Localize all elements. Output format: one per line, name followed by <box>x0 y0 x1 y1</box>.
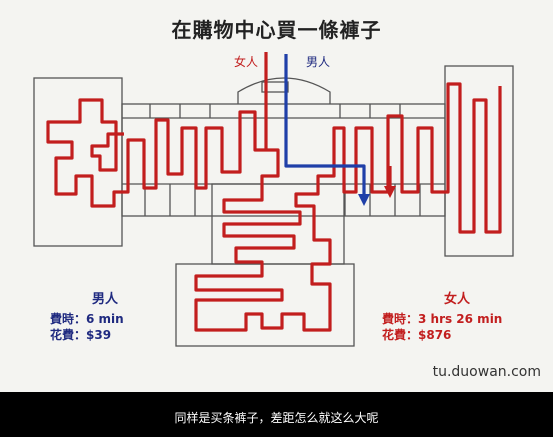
men-arrow <box>358 194 370 206</box>
female-entrance-label: 女人 <box>234 54 258 69</box>
diagram-title: 在購物中心買一條褲子 <box>171 18 382 42</box>
women-cost: 花費：$876 <box>382 328 452 342</box>
main-corridor-wall <box>121 103 446 217</box>
women-stats: 女人 費時：3 hrs 26 min 花費：$876 <box>382 292 532 343</box>
right-wing-wall <box>444 65 514 257</box>
watermark: tu.duowan.com <box>432 364 541 380</box>
men-cost: 花費：$39 <box>50 328 112 342</box>
male-entrance-label: 男人 <box>306 55 330 69</box>
women-time: 費時：3 hrs 26 min <box>382 312 503 326</box>
mall-floor-plan: 女人 男人 <box>33 52 514 347</box>
image-panel: 在購物中心買一條褲子 <box>0 0 553 392</box>
central-dome-wall <box>237 77 331 104</box>
left-wing-wall <box>33 77 123 247</box>
men-heading: 男人 <box>91 292 118 307</box>
women-heading: 女人 <box>443 292 470 307</box>
bottom-court-wall <box>175 263 355 347</box>
women-arrow <box>384 186 396 198</box>
men-time: 費時：6 min <box>50 312 124 326</box>
entrance-wall <box>261 81 289 93</box>
women-path <box>46 52 502 332</box>
caption-text: 同样是买条裤子，差距怎么就这么大呢 <box>174 411 379 425</box>
men-stats: 男人 費時：6 min 花費：$39 <box>50 292 160 343</box>
men-path <box>284 54 366 198</box>
